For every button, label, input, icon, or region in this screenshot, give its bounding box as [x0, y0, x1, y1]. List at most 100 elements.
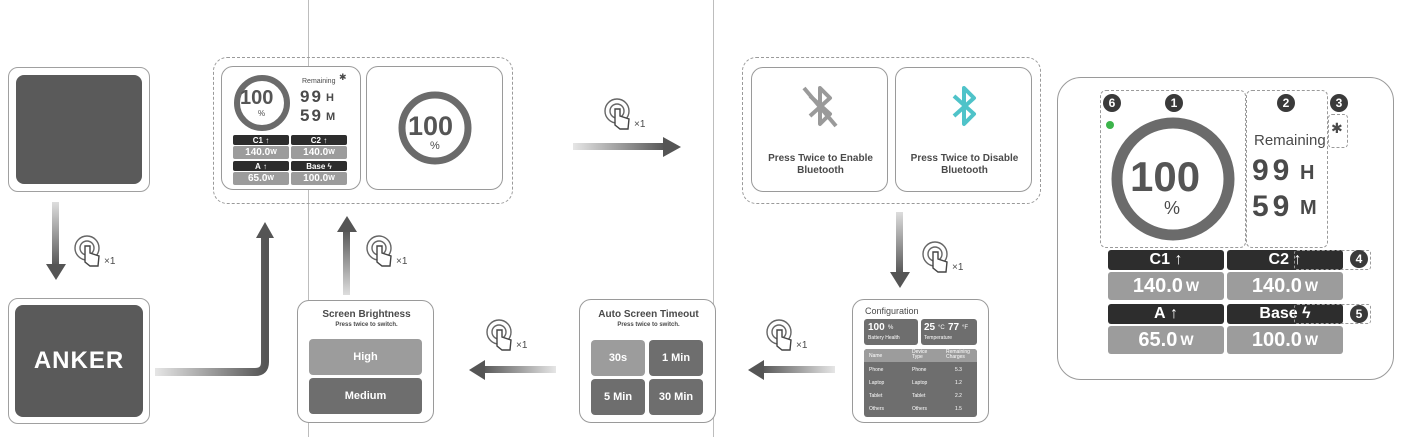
divider-line: [713, 0, 714, 437]
port-value: 65.0: [247, 173, 268, 184]
configuration-panel: Configuration 100 % Battery Health 25 °C…: [852, 299, 989, 423]
arrow-down: [890, 212, 910, 288]
battery-health-box: 100 % Battery Health: [864, 319, 918, 345]
port-name: C1: [252, 135, 263, 145]
percent-unit: %: [430, 140, 440, 152]
timeout-option-1min[interactable]: 1 Min: [649, 340, 703, 376]
table-header: Name: [869, 353, 883, 359]
timeout-subtitle: Press twice to switch.: [617, 322, 680, 328]
table-cell: Tablet: [912, 393, 926, 399]
bluetooth-enable-panel[interactable]: Press Twice to Enable Bluetooth: [751, 67, 888, 192]
port-value: 140.0: [1132, 274, 1183, 297]
bluetooth-icon: ✱: [339, 72, 347, 82]
device-off-screen: [16, 75, 142, 184]
temp-c: 25: [924, 322, 936, 333]
battery-ring-icon: [234, 75, 290, 131]
brightness-option-high[interactable]: High: [309, 339, 422, 375]
annotated-screen: 6 1 2 3 ✱ 100 % Remaining 99 H 59 M C1 ↑…: [1057, 77, 1394, 380]
badge-3: 3: [1330, 94, 1348, 112]
port-unit: W: [1180, 332, 1194, 348]
badge-6: 6: [1103, 94, 1121, 112]
tap-count: ×1: [952, 262, 964, 273]
large-remaining-label: Remaining: [1254, 132, 1326, 149]
table-cell: Laptop: [912, 380, 928, 386]
table-cell: 1.2: [955, 380, 962, 386]
brightness-subtitle: Press twice to switch.: [335, 322, 398, 328]
timeout-title: Auto Screen Timeout: [598, 309, 699, 320]
port-name: A: [1153, 305, 1166, 322]
bluetooth-icon: ✱: [1331, 120, 1343, 136]
bluetooth-area-outline: [1328, 114, 1348, 148]
port-unit: W: [1185, 278, 1200, 294]
percent-value: 100: [408, 111, 454, 141]
badge-4: 4: [1350, 250, 1368, 268]
bluetooth-off-icon: [802, 86, 838, 128]
port-value: 140.0: [303, 147, 329, 158]
table-cell: Laptop: [869, 380, 885, 386]
status-minutes: 59: [300, 106, 323, 125]
battery-ring-icon: [1111, 117, 1235, 241]
bluetooth-on-icon: [952, 86, 976, 126]
tap-count: ×1: [634, 119, 646, 130]
large-percent-unit: %: [1164, 198, 1181, 218]
health-label: Battery Health: [868, 335, 900, 341]
status-hours: 99: [300, 87, 323, 106]
port-value: 65.0: [1138, 328, 1178, 351]
temp-f: 77: [948, 322, 960, 333]
bluetooth-disable-panel[interactable]: Press Twice to Disable Bluetooth: [895, 67, 1032, 192]
brightness-option-medium[interactable]: Medium: [309, 378, 422, 414]
arrow-elbow-up: [155, 222, 274, 376]
device-off-frame: [8, 67, 150, 192]
port-name: Base: [1259, 305, 1298, 322]
port-unit: W: [267, 175, 275, 182]
timeout-option-30min[interactable]: 30 Min: [649, 379, 703, 415]
table-cell: 5.3: [955, 367, 962, 373]
status-percent: 100: [240, 87, 274, 109]
table-cell: Phone: [912, 367, 927, 373]
health-unit: %: [888, 325, 894, 331]
large-hours: 99: [1252, 154, 1294, 187]
temp-c-unit: °C: [938, 325, 945, 331]
port-name: C1: [1149, 251, 1170, 268]
large-minutes-unit: M: [1300, 197, 1317, 219]
temp-label: Temperature: [924, 335, 953, 341]
temperature-box: 25 °C 77 °F Temperature: [921, 319, 977, 345]
timeout-option-5min[interactable]: 5 Min: [591, 379, 645, 415]
health-value: 100: [868, 322, 885, 333]
port-value: 100.0: [303, 173, 329, 184]
timeout-option-30s[interactable]: 30s: [591, 340, 645, 376]
port-value: 140.0: [1251, 274, 1302, 297]
indicator-dot: [1106, 121, 1114, 129]
table-cell: 1.5: [955, 406, 962, 412]
screen-group-1: [213, 57, 513, 204]
table-cell: 2.2: [955, 393, 962, 399]
percent-screen: 100 %: [366, 66, 503, 190]
arrow-area-outline: [1294, 250, 1371, 270]
port-name: Base: [306, 161, 326, 171]
arrow-down: [46, 202, 66, 280]
tap-count: ×1: [516, 340, 528, 351]
port-name: A: [254, 161, 261, 171]
port-name: C2: [310, 135, 321, 145]
timeout-panel: Auto Screen Timeout Press twice to switc…: [579, 299, 716, 423]
large-minutes: 59: [1252, 190, 1294, 223]
divider-line: [308, 0, 309, 437]
arrow-up: [337, 216, 357, 295]
bluetooth-enable-label: Press Twice to Enable Bluetooth: [768, 153, 873, 176]
bluetooth-disable-label: Press Twice to Disable Bluetooth: [910, 153, 1019, 176]
large-hours-unit: H: [1300, 162, 1315, 184]
large-percent: 100: [1130, 153, 1201, 200]
anker-logo: ANKER: [33, 347, 125, 374]
table-header: Device Type: [912, 349, 928, 360]
device-logo-screen: ANKER: [15, 305, 143, 417]
configuration-title: Configuration: [865, 306, 919, 316]
brightness-panel: Screen Brightness Press twice to switch.…: [297, 300, 434, 423]
